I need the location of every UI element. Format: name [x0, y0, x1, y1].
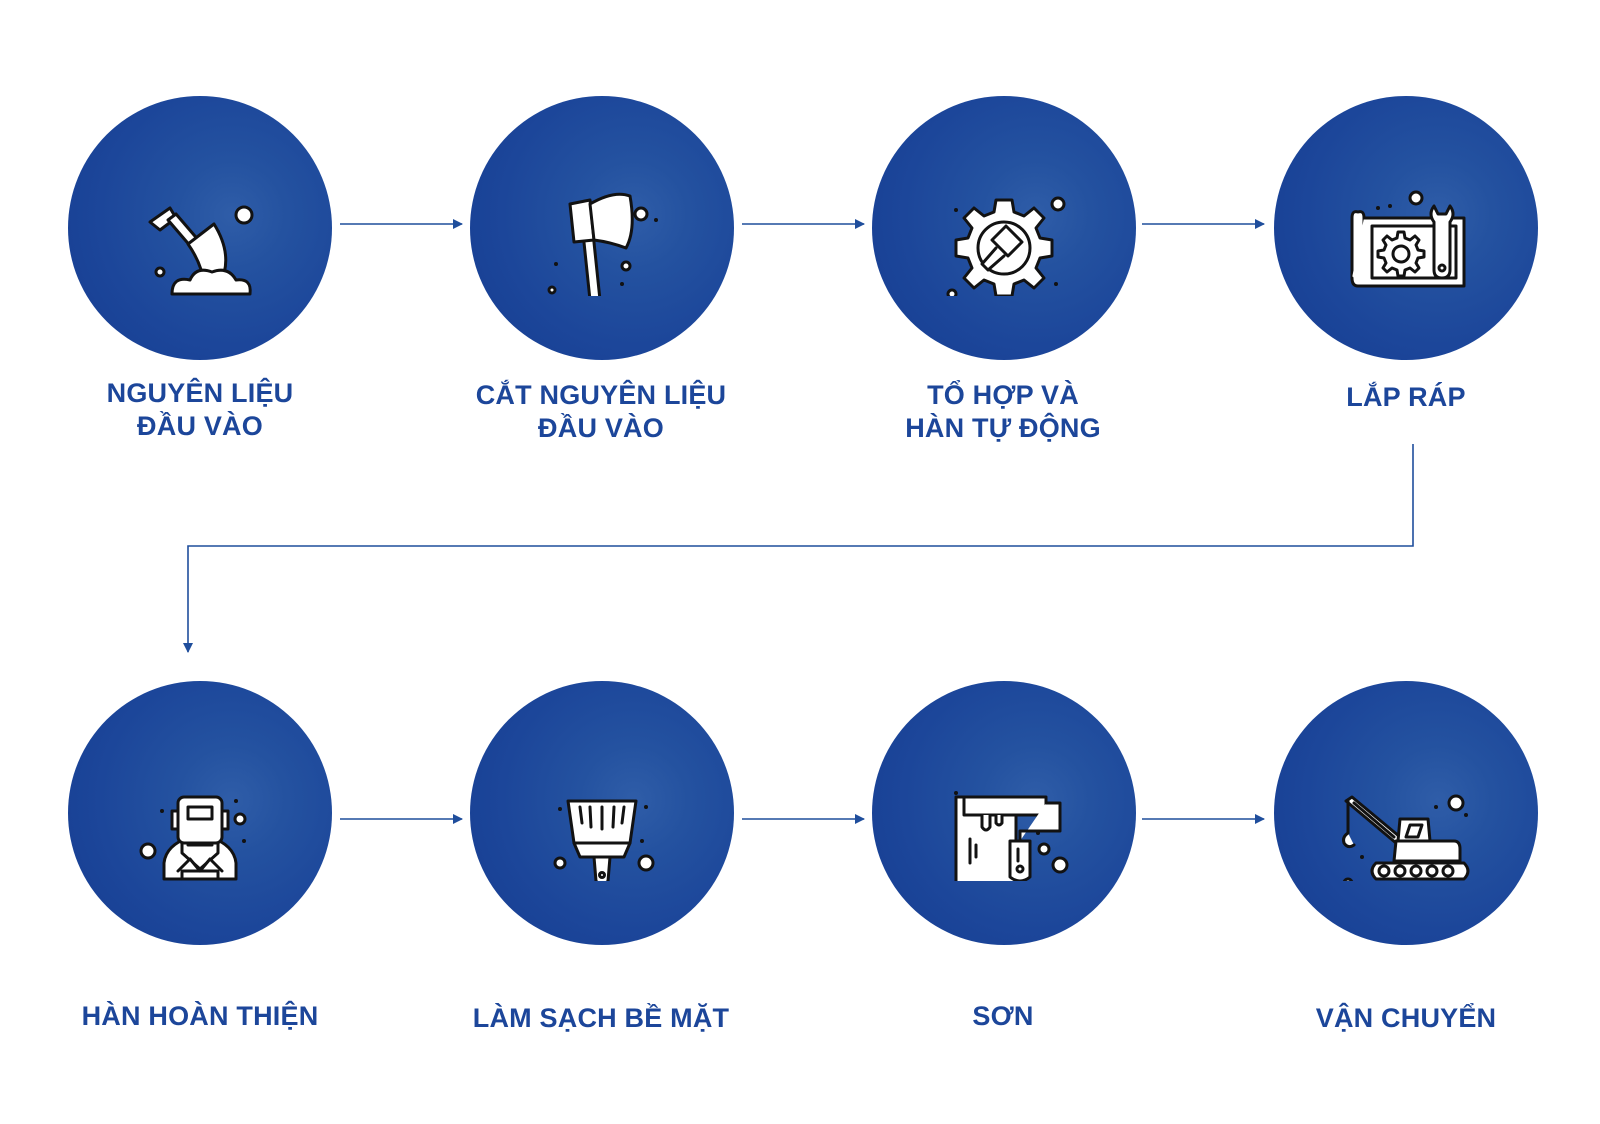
step-label-2: CẮT NGUYÊN LIỆU ĐẦU VÀO: [475, 380, 727, 443]
paint-roller-icon: [954, 791, 1069, 881]
brush-icon: [553, 799, 655, 881]
step-node-2: [470, 96, 734, 360]
step-node-5: [68, 681, 332, 945]
step-label-3: TỔ HỢP VÀ HÀN TỰ ĐỘNG: [905, 380, 1101, 443]
step-node-3: [872, 96, 1136, 360]
step-node-6: [470, 681, 734, 945]
step-label-1: NGUYÊN LIỆU ĐẦU VÀO: [106, 378, 294, 441]
gear-icon: [946, 196, 1066, 296]
axe-icon: [547, 192, 658, 296]
step-label-6: LÀM SẠCH BỀ MẶT: [472, 1003, 730, 1033]
step-node-1: [68, 96, 332, 360]
crane-icon: [1342, 794, 1470, 881]
step-label-8: VẬN CHUYỂN: [1315, 1003, 1497, 1033]
step-node-8: [1274, 681, 1538, 945]
step-label-4: LẮP RÁP: [1346, 382, 1466, 412]
step-node-4: [1274, 96, 1538, 360]
shovel-icon: [148, 205, 254, 296]
step-label-7: SƠN: [972, 1001, 1034, 1031]
blueprint-wrench-icon: [1350, 190, 1466, 288]
welder-icon: [139, 795, 247, 881]
arrow-step4-step5: [183, 444, 1414, 653]
step-node-7: [872, 681, 1136, 945]
step-label-5: HÀN HOÀN THIỆN: [81, 1001, 319, 1031]
